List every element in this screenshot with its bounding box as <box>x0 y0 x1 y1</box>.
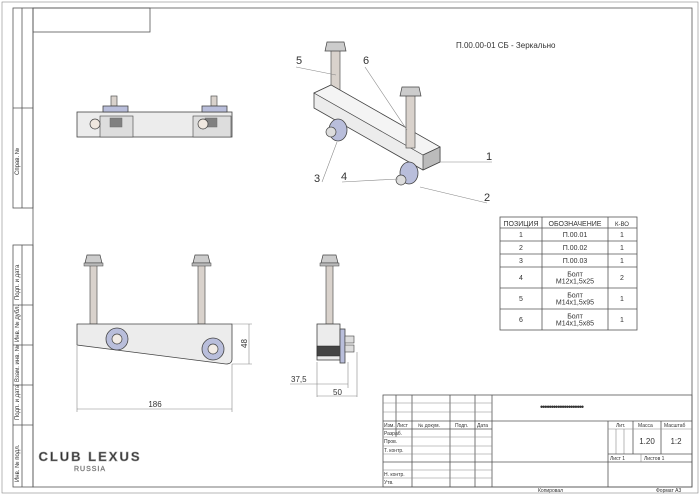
col-izm: Изм. <box>384 423 395 429</box>
podp-data-label: Подп. и дата <box>15 264 21 300</box>
cell-quantity: 1 <box>620 296 624 303</box>
podp-data-label-2: Подп. и дата <box>15 384 21 420</box>
cell-designation: П.00.01 <box>563 232 588 239</box>
col-data: Дата <box>477 423 488 429</box>
table-row: 2 П.00.02 1 <box>519 245 624 252</box>
format-label: Формат A3 <box>656 488 681 494</box>
cell-designation: П.00.02 <box>563 245 588 252</box>
callout-5: 5 <box>296 55 302 67</box>
drawing-title: П.00.00-01 СБ - Зеркально <box>456 41 556 50</box>
left-strip-upper: Справ. № <box>12 7 34 209</box>
left-strip-lower: Подп. и дата Инв. № дубл. Взам. инв. № П… <box>12 244 34 488</box>
cell-designation-size: М12х1,5х25 <box>556 279 594 286</box>
inv-podl-label: Инв. № подл. <box>14 444 21 482</box>
cell-designation: Болт <box>567 272 583 279</box>
role-utv: Утв. <box>384 480 394 486</box>
role-t-kontr: Т. контр. <box>384 448 404 454</box>
mass-value: 1.20 <box>639 437 655 446</box>
copied-label: Копировал <box>538 488 563 494</box>
cell-position: 5 <box>519 296 523 303</box>
cell-quantity: 1 <box>620 232 624 239</box>
role-n-kontr: Н. контр. <box>384 472 405 478</box>
header-position: ПОЗИЦИЯ <box>504 221 539 228</box>
col-list: Лист <box>397 423 409 429</box>
cell-quantity: 2 <box>620 275 624 282</box>
callout-3: 3 <box>314 173 320 185</box>
scale-label: Масштаб <box>664 423 686 429</box>
header-designation: ОБОЗНАЧЕНИЕ <box>549 221 602 228</box>
top-view <box>76 95 233 138</box>
cell-designation: Болт <box>567 293 583 300</box>
doc-code: •••••••••••••••••••• <box>540 402 584 412</box>
top-left-box <box>32 7 151 33</box>
scale-value: 1:2 <box>670 437 682 446</box>
dim-height: 48 <box>240 339 249 348</box>
front-view: 186 48 <box>76 254 252 412</box>
callout-6: 6 <box>363 55 369 67</box>
cell-quantity: 1 <box>620 245 624 252</box>
title-block: •••••••••••••••••••• Изм. Лист № докум. … <box>382 394 693 488</box>
dim-depth-b: 50 <box>333 388 342 397</box>
cell-designation: Болт <box>567 314 583 321</box>
cell-position: 1 <box>519 232 523 239</box>
cell-quantity: 1 <box>620 317 624 324</box>
watermark-line1: CLUB LEXUS <box>38 449 141 464</box>
col-doc-num: № докум. <box>418 423 440 429</box>
isometric-view: 5 6 1 2 3 4 <box>295 41 492 204</box>
cell-designation-size: М14х1,5х95 <box>556 300 594 307</box>
callout-1: 1 <box>486 151 492 163</box>
dim-length: 186 <box>148 400 162 409</box>
col-podp: Подп. <box>455 423 468 429</box>
cell-position: 4 <box>519 275 523 282</box>
inv-dubl-label: Инв. № дубл. <box>14 305 21 342</box>
side-view: 37,5 50 <box>290 254 358 397</box>
lit-label: Лит. <box>616 423 625 429</box>
cell-quantity: 1 <box>620 258 624 265</box>
sheet-label: Лист 1 <box>610 456 625 462</box>
cell-designation: П.00.03 <box>563 258 588 265</box>
cell-position: 2 <box>519 245 523 252</box>
callout-4: 4 <box>341 171 347 183</box>
table-row: 3 П.00.03 1 <box>519 258 624 265</box>
cell-designation-size: М14х1,5х85 <box>556 321 594 328</box>
sprav-label: Справ. № <box>14 148 21 175</box>
vzam-inv-label: Взам. инв. № <box>14 345 21 382</box>
table-row: 1 П.00.01 1 <box>519 232 624 239</box>
callout-2: 2 <box>484 192 490 204</box>
role-razrab: Разраб. <box>384 431 402 437</box>
watermark-line2: RUSSIA <box>74 466 106 473</box>
inner-frame <box>32 7 693 488</box>
dim-depth-a: 37,5 <box>291 375 307 384</box>
sheets-label: Листов 1 <box>644 456 665 462</box>
role-prov: Пров. <box>384 439 397 445</box>
watermark-logo: CLUB LEXUS RUSSIA <box>38 449 141 474</box>
cell-position: 3 <box>519 258 523 265</box>
header-quantity: К-ВО <box>615 222 629 228</box>
cell-position: 6 <box>519 317 523 324</box>
mass-label: Масса <box>638 423 653 429</box>
